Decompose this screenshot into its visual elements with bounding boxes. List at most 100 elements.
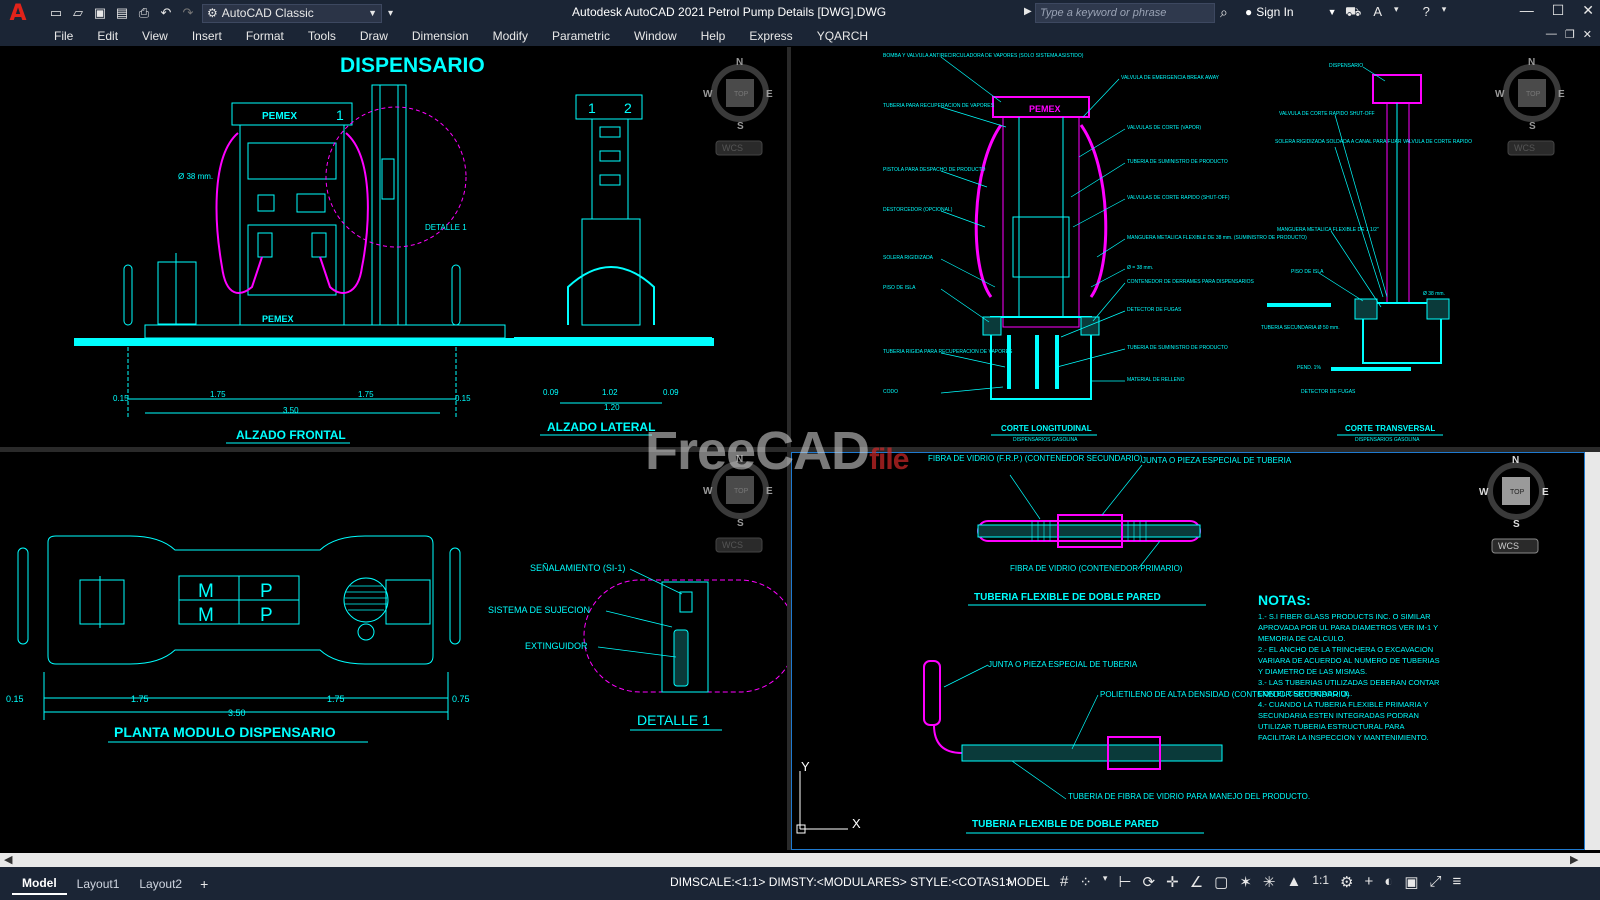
vertical-scrollbar[interactable] <box>1585 452 1600 850</box>
model-space-button[interactable]: MODEL <box>1007 875 1050 889</box>
polar-icon[interactable]: ⟳ <box>1142 874 1156 891</box>
mp-label: P <box>260 605 273 626</box>
autocad-logo-icon[interactable]: A <box>9 0 27 26</box>
left-leaders <box>940 56 1007 394</box>
viewport-bottom-right[interactable]: FIBRA DE VIDRIO (F.R.P.) (CONTENEDOR SEC… <box>791 452 1585 850</box>
chevron-down-icon[interactable]: ▾ <box>1102 873 1108 883</box>
doc-minimize-icon[interactable]: — <box>1545 28 1557 40</box>
ortho-icon[interactable]: ⊢ <box>1118 874 1132 891</box>
print-icon[interactable]: ⎙ <box>138 5 150 20</box>
close-icon[interactable]: ✕ <box>1582 2 1594 18</box>
detail-circle <box>325 106 467 248</box>
island-base <box>144 324 506 339</box>
keypad <box>257 194 275 212</box>
scroll-left-icon[interactable]: ◀ <box>4 854 13 866</box>
viewcube[interactable]: TOP N S E W WCS <box>703 454 773 553</box>
plus-icon[interactable]: + <box>1364 873 1374 890</box>
annotation-icon[interactable]: ✶ <box>1239 874 1252 891</box>
gear-icon[interactable]: ⚙ <box>1340 874 1354 891</box>
chevron-down-icon[interactable]: ▾ <box>1441 4 1447 14</box>
ucs-icon[interactable]: Y X <box>796 759 861 834</box>
tab-model[interactable]: Model <box>12 873 67 895</box>
auto-scale-icon[interactable]: ▲ <box>1286 873 1302 890</box>
cart-icon[interactable]: ⛟ <box>1345 4 1362 19</box>
svg-text:N: N <box>736 57 743 68</box>
help-icon[interactable]: ? <box>1422 4 1430 19</box>
save-as-icon[interactable]: ▤ <box>115 5 129 20</box>
osnap-icon[interactable]: ✛ <box>1166 874 1179 891</box>
doc-close-icon[interactable]: ✕ <box>1582 29 1592 41</box>
new-file-icon[interactable]: ▭ <box>49 5 63 20</box>
workspace-select[interactable]: ⚙ AutoCAD Classic ▼ <box>202 3 382 23</box>
undo-icon[interactable]: ↶ <box>160 5 172 20</box>
annotation-visibility-icon[interactable]: ✳ <box>1262 874 1276 891</box>
menu-edit[interactable]: Edit <box>97 29 119 43</box>
island-fill <box>1080 316 1100 336</box>
chevron-down-icon: ▼ <box>368 8 377 18</box>
flex2-labels: JUNTA O PIEZA ESPECIAL DE TUBERIA POLIET… <box>988 660 1350 801</box>
sign-in-button[interactable]: ● Sign In ▼ <box>1245 5 1337 19</box>
menu-view[interactable]: View <box>142 29 168 43</box>
svg-text:2.- EL ANCHO DE LA TRINCHERA O: 2.- EL ANCHO DE LA TRINCHERA O EXCAVACIO… <box>1258 645 1433 654</box>
maximize-icon[interactable]: ☐ <box>1551 2 1565 18</box>
isolate-icon[interactable]: ◐ <box>1384 873 1394 890</box>
menu-help[interactable]: Help <box>700 29 726 43</box>
viewport-bottom-left[interactable]: M P M P 0.15 1.75 1.75 0.75 3.50 PLANTA … <box>0 452 787 850</box>
qat-customize-icon[interactable]: ▾ <box>388 7 394 19</box>
annotation-scale[interactable]: 1:1 <box>1312 873 1330 887</box>
viewcube[interactable]: TOP N S E W WCS <box>1495 57 1565 156</box>
trans-column <box>1386 102 1410 304</box>
snap-icon[interactable]: ⁘ <box>1079 874 1092 891</box>
autodesk-app-icon[interactable]: A <box>1373 4 1383 19</box>
minimize-icon[interactable]: — <box>1519 2 1534 18</box>
island-platform <box>74 338 714 346</box>
viewport-top-left[interactable]: DISPENSARIO PEMEX 1 PEMEX DETALLE 1 Ø 38… <box>0 47 787 447</box>
redo-icon[interactable]: ↷ <box>182 5 194 20</box>
svg-text:MEMORIA DE CALCULO.: MEMORIA DE CALCULO. <box>1258 634 1346 643</box>
menu-insert[interactable]: Insert <box>191 29 222 43</box>
search-icon[interactable]: ⌕ <box>1220 4 1228 20</box>
open-folder-icon[interactable]: ▱ <box>73 5 83 20</box>
doc-restore-icon[interactable]: ❐ <box>1564 29 1575 41</box>
search-input[interactable]: Type a keyword or phrase <box>1035 3 1215 23</box>
tab-layout1[interactable]: Layout1 <box>76 876 120 891</box>
horizontal-scrollbar[interactable]: ◀ ▶ <box>0 853 1600 867</box>
nozzle-bay <box>247 224 337 296</box>
viewcube[interactable]: TOP N S E W WCS <box>703 57 773 156</box>
chevron-down-icon[interactable]: ▾ <box>1394 4 1399 14</box>
save-icon[interactable]: ▣ <box>93 5 107 20</box>
nozzle-right <box>311 232 327 258</box>
menu-parametric[interactable]: Parametric <box>551 29 610 43</box>
chevron-down-icon: ▼ <box>1327 7 1337 17</box>
menu-format[interactable]: Format <box>245 29 284 43</box>
elbow-vertical <box>923 660 941 726</box>
hose-left <box>974 124 1003 298</box>
menu-dimension[interactable]: Dimension <box>411 29 469 43</box>
menu-window[interactable]: Window <box>633 29 677 43</box>
grid-icon[interactable]: # <box>1060 873 1069 890</box>
trans-labels: DISPENSARIO VALVULA DE CORTE RAPIDO SHUT… <box>1261 63 1472 395</box>
viewcube[interactable]: TOP N S E W WCS <box>1479 455 1549 554</box>
menu-draw[interactable]: Draw <box>359 29 388 43</box>
add-layout-button[interactable]: + <box>200 875 209 892</box>
menu-yqarch[interactable]: YQARCH <box>816 29 869 43</box>
selection-cycling-icon[interactable]: ▢ <box>1214 874 1229 891</box>
svg-text:VARIARA DE ACUERDO AL NUMERO D: VARIARA DE ACUERDO AL NUMERO DE TUBERIAS <box>1258 656 1440 665</box>
menu-express[interactable]: Express <box>749 29 793 43</box>
menu-tools[interactable]: Tools <box>307 29 336 43</box>
otrack-icon[interactable]: ∠ <box>1189 874 1204 891</box>
scroll-right-icon[interactable]: ▶ <box>1570 854 1579 866</box>
menu-modify[interactable]: Modify <box>492 29 528 43</box>
chevron-right-icon[interactable]: ▶ <box>1024 6 1032 17</box>
tab-layout2[interactable]: Layout2 <box>139 876 183 891</box>
viewport-splitter-horizontal[interactable] <box>0 447 1600 452</box>
viewport-top-right[interactable]: PEMEX CORTE LONGITUDINAL DISPENSARIOS GA… <box>791 47 1600 447</box>
customize-icon[interactable]: ≡ <box>1452 873 1462 890</box>
plan-column-circle <box>343 577 389 623</box>
plan-small-circle <box>357 623 375 641</box>
fullscreen-icon[interactable]: ⤢ <box>1429 873 1442 890</box>
hardware-accel-icon[interactable]: ▣ <box>1404 874 1419 891</box>
menu-file[interactable]: File <box>54 29 74 43</box>
side-window <box>599 150 621 162</box>
hose-right <box>319 132 369 294</box>
